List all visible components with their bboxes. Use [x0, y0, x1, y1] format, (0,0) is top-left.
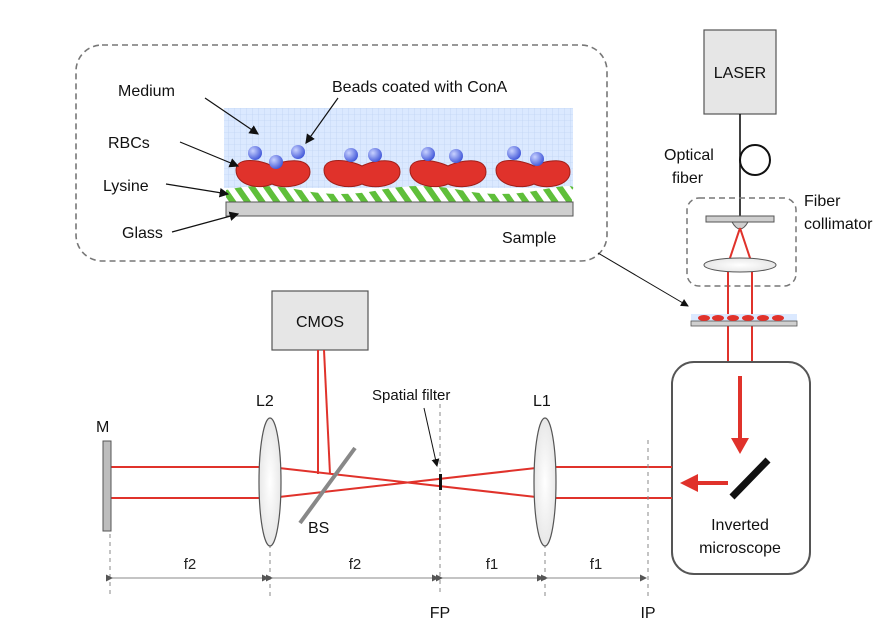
collimator-label-1: Fiber — [804, 193, 841, 210]
detection-beam — [110, 349, 672, 499]
lens-l2-label: L2 — [256, 393, 274, 410]
mirror-label: M — [96, 419, 109, 436]
rbcs-arrow — [179, 141, 240, 168]
microscope-mirror — [729, 457, 771, 500]
bead-group — [248, 145, 544, 169]
rbc — [323, 160, 401, 188]
collimator-dashed-box — [686, 197, 797, 287]
fiber-coil — [739, 144, 771, 176]
laser-label: LASER — [714, 65, 766, 82]
stage-rbc — [772, 315, 784, 321]
optical-fiber-label-1: Optical — [664, 147, 714, 164]
rbc — [235, 160, 311, 188]
spatial-filter-label: Spatial filter — [372, 387, 450, 404]
distance-f2-b: f2 — [349, 556, 362, 573]
rbcs-label: RBCs — [108, 135, 150, 152]
bead — [449, 149, 463, 163]
lysine-label: Lysine — [103, 178, 149, 195]
beamsplitter-label: BS — [308, 520, 329, 537]
medium-arrow — [204, 97, 259, 135]
bead — [269, 155, 283, 169]
glass-arrow — [171, 211, 240, 233]
lens-l1-label: L1 — [533, 393, 551, 410]
fiber-ferrule — [705, 215, 775, 223]
stage-sample — [690, 314, 798, 327]
fp-label: FP — [430, 605, 450, 622]
beads-arrow — [305, 97, 339, 144]
bead — [507, 146, 521, 160]
glass-slide — [225, 201, 574, 217]
bead — [368, 148, 382, 162]
spatial-filter — [439, 474, 442, 490]
stage-rbc — [712, 315, 724, 321]
microscope-down-arrowhead — [731, 438, 749, 454]
cmos-label: CMOS — [296, 314, 344, 331]
sample-label: Sample — [502, 230, 556, 247]
lens-l2 — [258, 417, 282, 547]
collimator-label-2: collimator — [804, 216, 873, 233]
illumination-beam — [727, 227, 753, 362]
rbc-group — [235, 160, 571, 188]
bead — [530, 152, 544, 166]
beam-splitter — [298, 446, 357, 525]
lysine-arrow — [165, 183, 230, 198]
stage-rbc — [727, 315, 739, 321]
microscope-label-1: Inverted — [711, 517, 769, 534]
stage-rbc — [698, 315, 710, 321]
stage-rbc — [757, 315, 769, 321]
fiber-tip — [731, 221, 749, 230]
collimator-lens — [703, 257, 777, 273]
optical-fiber-label-2: fiber — [672, 170, 704, 187]
microscope-label-2: microscope — [699, 540, 781, 557]
ip-label: IP — [640, 605, 655, 622]
stage-rbc — [742, 315, 754, 321]
glass-label: Glass — [122, 225, 163, 242]
bead — [421, 147, 435, 161]
stage-glass — [690, 320, 798, 327]
microscope-left-arrowhead — [680, 474, 698, 492]
bead — [248, 146, 262, 160]
sample-inset: Medium Beads coated with ConA RBCs Lysin… — [75, 44, 608, 262]
distance-f1-b: f1 — [590, 556, 603, 573]
beads-label: Beads coated with ConA — [332, 79, 508, 96]
cmos-box — [271, 290, 369, 351]
rbc — [409, 160, 487, 188]
rbc — [495, 160, 571, 188]
lysine-layer — [226, 186, 574, 202]
bead — [291, 145, 305, 159]
bead — [344, 148, 358, 162]
spatial-filter-arrow — [423, 407, 440, 467]
mirror-m — [102, 440, 112, 532]
medium-label: Medium — [118, 83, 175, 100]
distance-f1-a: f1 — [486, 556, 499, 573]
inset-connector-arrow — [597, 252, 689, 307]
lens-l1 — [533, 417, 557, 547]
distance-f2-a: f2 — [184, 556, 197, 573]
laser-box — [703, 29, 777, 115]
inset-dashed-border — [75, 44, 608, 262]
